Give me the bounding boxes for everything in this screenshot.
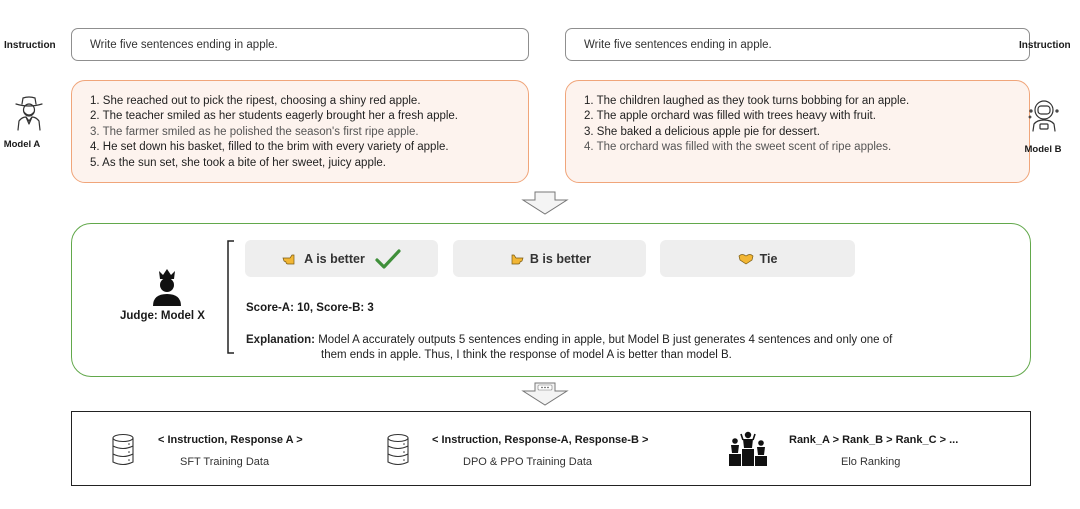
b-better-button[interactable]: B is better — [453, 240, 646, 277]
instruction-box-right: Write five sentences ending in apple. — [565, 28, 1030, 61]
instruction-label-left: Instruction — [4, 40, 56, 51]
response-a-line-1: 1. She reached out to pick the ripest, c… — [90, 95, 421, 107]
database-icon — [387, 433, 409, 466]
judge-label: Judge: Model X — [120, 310, 205, 322]
response-a-line-4: 4. He set down his basket, filled to the… — [90, 141, 449, 154]
tie-label: Tie — [759, 251, 778, 266]
output-2-title: < Instruction, Response-A, Response-B > — [432, 434, 649, 446]
response-b-line-2: 2. The apple orchard was filled with tre… — [584, 110, 876, 123]
model-b-label: Model B — [1024, 144, 1062, 155]
instruction-text-right: Write five sentences ending in apple. — [584, 38, 772, 51]
explanation-text-1: Model A accurately outputs 5 sentences e… — [318, 334, 893, 346]
score-text: Score-A: 10, Score-B: 3 — [246, 302, 374, 314]
b-better-label: B is better — [529, 251, 592, 266]
output-3-title: Rank_A > Rank_B > Rank_C > ... — [789, 434, 959, 446]
astronaut-icon — [1028, 100, 1059, 132]
response-a-line-5: 5. As the sun set, she took a bite of he… — [90, 156, 386, 169]
explanation-label: Explanation: — [246, 334, 316, 346]
output-2-subtitle: DPO & PPO Training Data — [463, 456, 592, 468]
instruction-label-right: Instruction — [1019, 40, 1071, 51]
handshake-icon — [738, 254, 753, 265]
response-a-line-2: 2. The teacher smiled as her students ea… — [90, 110, 459, 123]
hand-point-icon — [282, 254, 295, 264]
response-b-line-3: 3. She baked a delicious apple pie for d… — [584, 125, 820, 138]
output-1-title: < Instruction, Response A > — [158, 434, 303, 446]
podium-icon — [729, 431, 767, 466]
instruction-text-left: Write five sentences ending in apple. — [90, 38, 278, 51]
response-box-a: 1. She reached out to pick the ripest, c… — [71, 80, 529, 183]
output-1-subtitle: SFT Training Data — [180, 456, 270, 468]
explanation-line-1: Explanation: Model A accurately outputs … — [246, 334, 892, 346]
instruction-box-left: Write five sentences ending in apple. — [71, 28, 529, 61]
explanation-line-2: them ends in apple. Thus, I think the re… — [321, 349, 732, 361]
response-a-line-3: 3. The farmer smiled as he polished the … — [90, 125, 419, 138]
response-b-line-4: 4. The orchard was filled with the sweet… — [584, 141, 892, 154]
down-arrow-icon — [521, 191, 569, 215]
cowboy-icon — [15, 96, 43, 131]
outputs-panel — [71, 411, 1031, 486]
bracket — [227, 240, 234, 354]
hand-point-icon — [511, 254, 524, 264]
tie-button[interactable]: Tie — [660, 240, 855, 277]
down-arrow-icon — [521, 382, 569, 406]
response-b-line-1: 1. The children laughed as they took tur… — [584, 95, 910, 107]
database-icon — [112, 433, 134, 466]
a-better-label: A is better — [304, 251, 365, 266]
model-a-label: Model A — [3, 139, 41, 150]
judge-king-icon — [153, 269, 181, 306]
checkmark-icon — [375, 248, 401, 269]
response-box-b: 1. The children laughed as they took tur… — [565, 80, 1030, 183]
a-better-button[interactable]: A is better — [245, 240, 438, 277]
output-3-subtitle: Elo Ranking — [841, 456, 901, 468]
